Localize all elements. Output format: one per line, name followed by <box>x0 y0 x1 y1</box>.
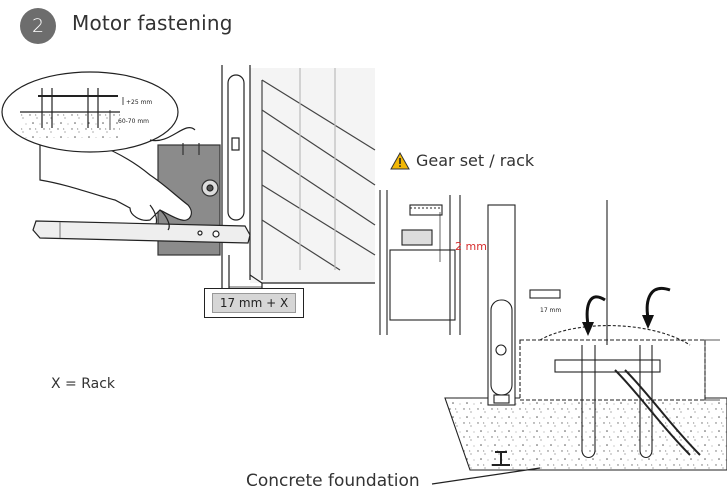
rack-offset-dim: 17 mm <box>540 307 562 314</box>
step-number-badge: 2 <box>20 8 56 44</box>
inset-dim-top: +25 mm <box>126 99 153 106</box>
caution-heading: Gear set / rack <box>390 151 534 170</box>
caution-label: Gear set / rack <box>416 151 535 170</box>
concrete-foundation-label: Concrete foundation <box>246 471 420 491</box>
measurement-callout: 17 mm + X <box>204 288 304 318</box>
page-title: Motor fastening <box>72 11 233 35</box>
left-gate-illustration <box>1 65 376 300</box>
inset-dim-bottom: 60-70 mm <box>118 118 150 125</box>
measurement-value: 17 mm + X <box>212 293 296 313</box>
right-section-illustration <box>379 190 727 485</box>
warning-triangle-icon <box>390 151 410 169</box>
rack-definition-note: X = Rack <box>51 376 116 392</box>
gap-dimension-label: 2 mm <box>455 240 487 253</box>
